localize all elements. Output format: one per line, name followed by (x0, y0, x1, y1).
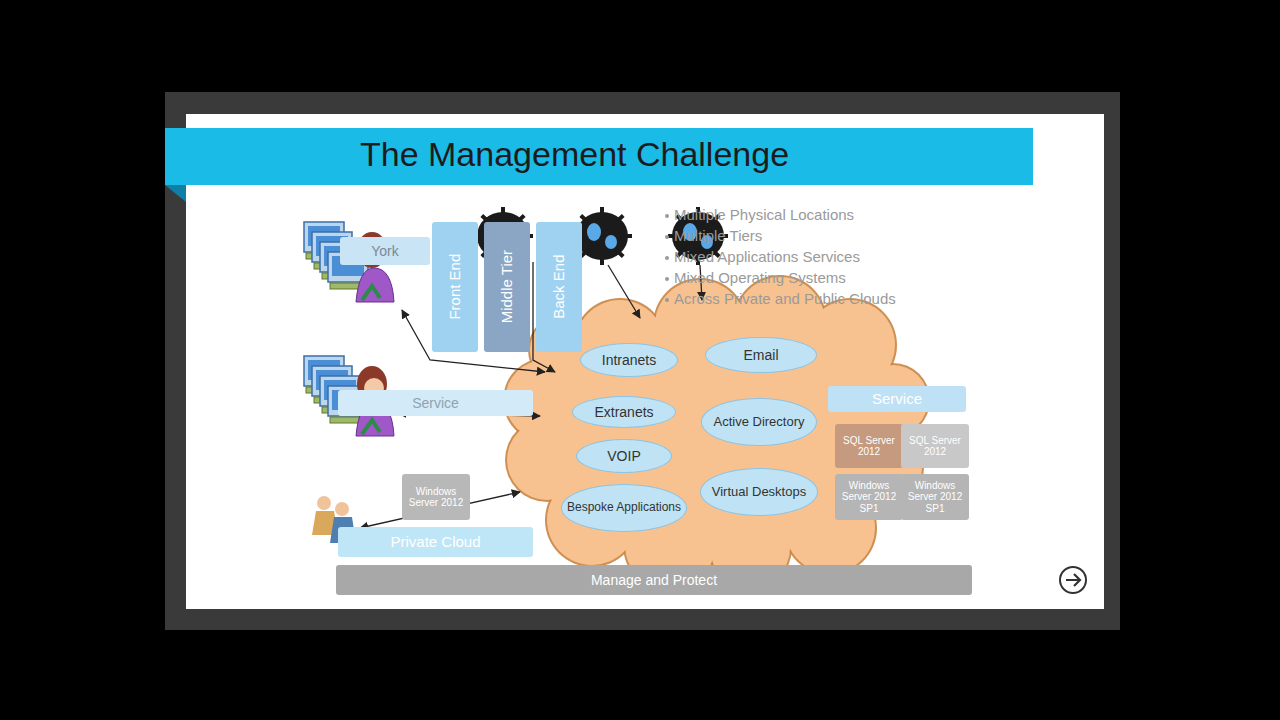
tier-column: Front End (432, 222, 478, 352)
slide-title: The Management Challenge (360, 135, 789, 174)
node-text: SQL Server 2012 (901, 435, 969, 458)
node-text: Intranets (598, 352, 660, 368)
node-text: Virtual Desktops (708, 485, 810, 500)
cloud-bubble: VOIP (576, 439, 672, 473)
headset (362, 420, 380, 434)
bullet-dot (665, 235, 669, 239)
next-circle (1060, 567, 1086, 593)
head (317, 496, 331, 510)
cloud-bubble: Extranets (572, 396, 676, 428)
threat-spike (615, 215, 623, 223)
node-text: Back End (550, 255, 567, 319)
node-text: Service (408, 395, 463, 411)
bullet-point: Across Private and Public Clouds (674, 290, 896, 307)
service-box: York (340, 237, 430, 265)
node-text: Windows Server 2012 (402, 486, 470, 509)
bullet-dot (665, 256, 669, 260)
bullet-point: Multiple Physical Locations (674, 206, 854, 223)
head (335, 502, 349, 516)
slide-ground (186, 114, 1104, 609)
user-icons (304, 222, 394, 543)
node-text: Extranets (590, 404, 657, 420)
node-text: Manage and Protect (587, 572, 721, 588)
node-text: Windows Server 2012 SP1 (901, 480, 969, 515)
cloud-bubble: Intranets (580, 343, 678, 377)
cloud-bubble: Email (705, 337, 817, 373)
node-text: Bespoke Applications (563, 501, 685, 515)
access-arrow (608, 265, 640, 318)
threat-spike (615, 249, 623, 257)
bullet-dot (665, 277, 669, 281)
node-text: Windows Server 2012 SP1 (835, 480, 903, 515)
service-box: SQL Server 2012 (901, 424, 969, 468)
threat-spot (587, 223, 601, 241)
threat-spike (501, 207, 505, 218)
tier-column: Middle Tier (484, 222, 530, 352)
next-arrow (1066, 574, 1080, 586)
node-text: Active Directory (709, 415, 808, 430)
node-text: VOIP (603, 448, 644, 464)
node-text: Middle Tier (498, 250, 515, 323)
service-box: Manage and Protect (336, 565, 972, 595)
node-text: SQL Server 2012 (835, 435, 903, 458)
title-bar (165, 128, 1033, 185)
next-button (1060, 567, 1086, 593)
threat-spike (581, 215, 589, 223)
threat-spike (600, 207, 604, 218)
bullet-point: Mixed Operating Systems (674, 269, 846, 286)
cloud-bubble: Active Directory (701, 398, 816, 446)
bullet-point: Multiple Tiers (674, 227, 762, 244)
node-text: Email (739, 347, 782, 363)
cloud-bubble: Virtual Desktops (700, 468, 818, 516)
body (356, 268, 394, 302)
threat-spot (605, 235, 617, 249)
node-text: York (367, 243, 403, 259)
bullet-dot (665, 214, 669, 218)
service-box: Service (828, 386, 966, 412)
tier-column: Back End (536, 222, 582, 352)
service-box: Service (338, 390, 533, 416)
service-box: Windows Server 2012 SP1 (835, 474, 903, 520)
title-bar-tab (165, 185, 186, 202)
node-text: Front End (446, 254, 463, 320)
bullet-point: Mixed Applications Services (674, 248, 860, 265)
node-text: Service (868, 390, 926, 407)
bullet-dot (665, 298, 669, 302)
service-box: Windows Server 2012 (402, 474, 470, 520)
headset (362, 286, 380, 300)
node-text: Private Cloud (386, 533, 484, 550)
threat-spike (620, 234, 632, 238)
threat-spike (600, 254, 604, 265)
cloud-bubble: Bespoke Applications (561, 484, 687, 532)
service-box: Windows Server 2012 SP1 (901, 474, 969, 520)
service-box: Private Cloud (338, 527, 533, 557)
slide-frame (165, 92, 1120, 630)
threat-spike (581, 249, 589, 257)
service-box: SQL Server 2012 (835, 424, 903, 468)
